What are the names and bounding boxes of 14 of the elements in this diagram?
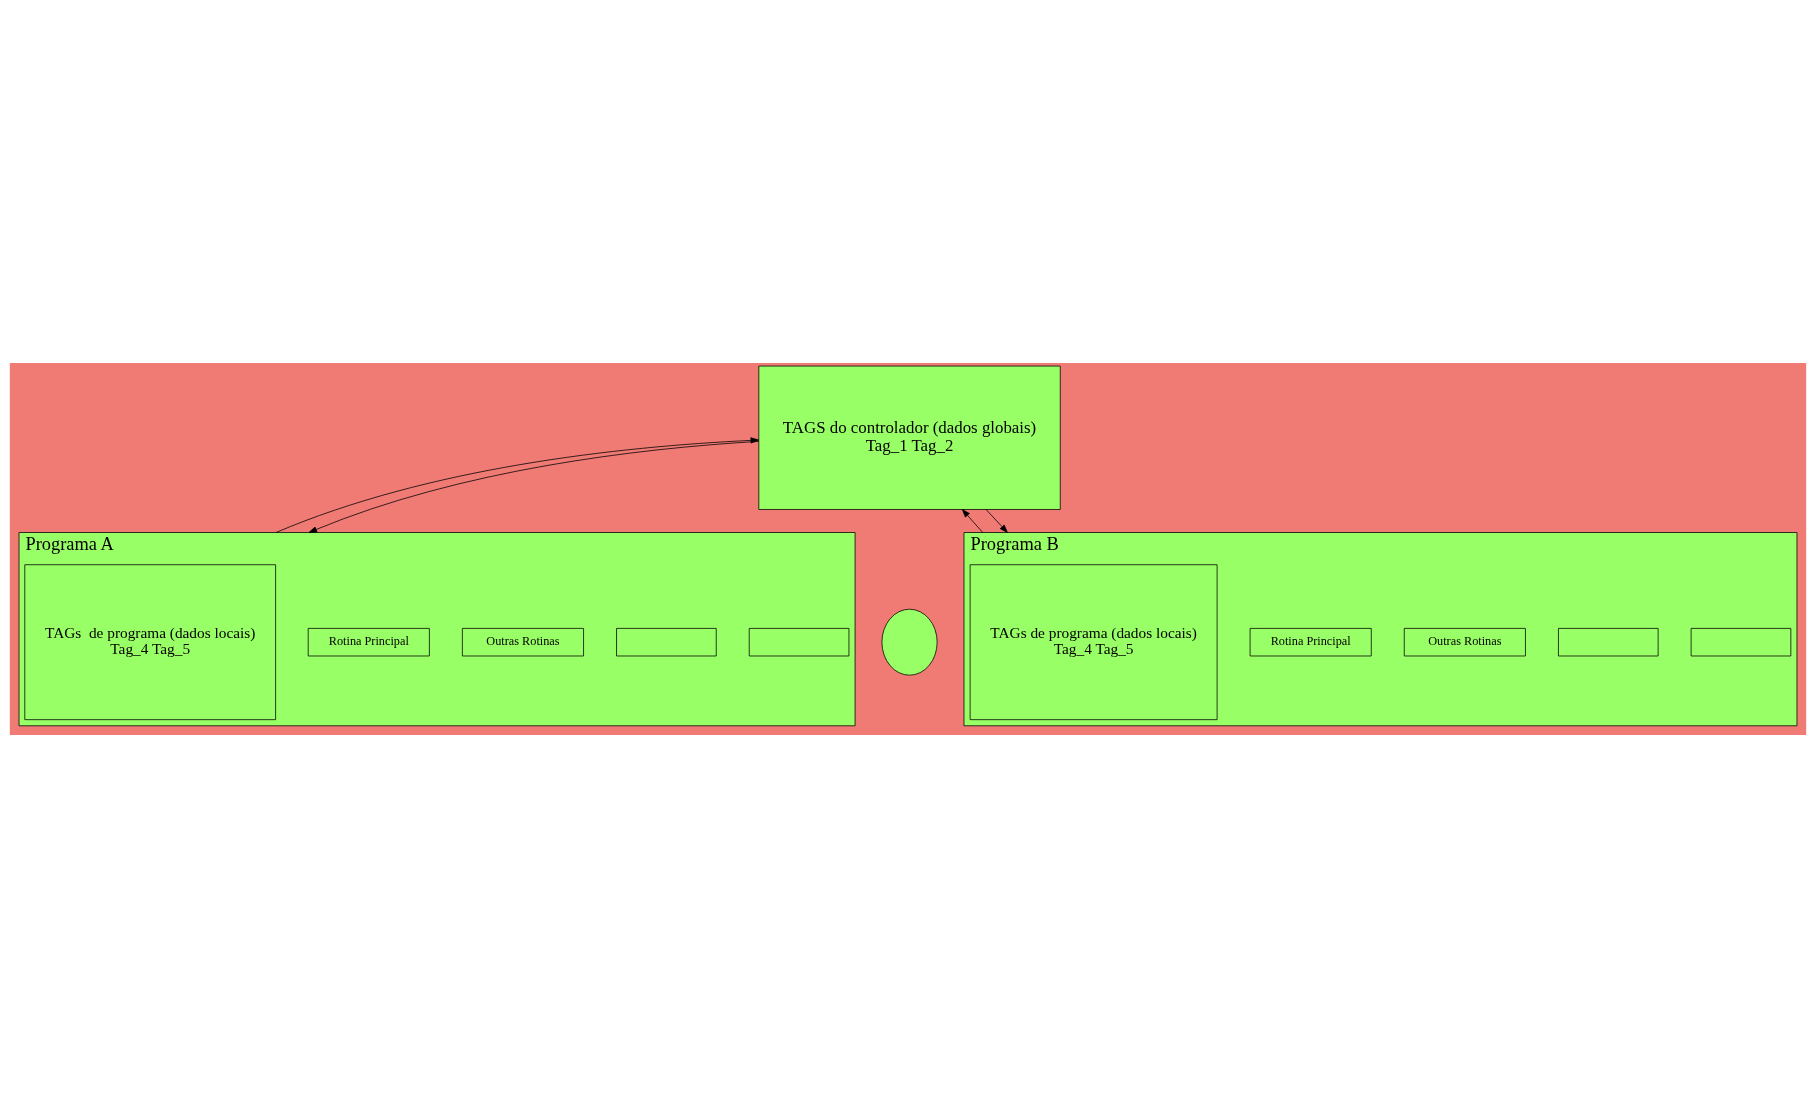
node-box: Outras Rotinas [462,627,584,656]
node-box [748,627,850,656]
node-circle [881,608,938,676]
node-box [616,627,717,656]
node-box [1558,627,1659,656]
node-box: TAGs de programa (dados locais) Tag_4 Tag_5 [969,563,1218,720]
node-box: TAGs de programa (dados locais) Tag_4 Tag_5 [24,563,276,720]
arrow [985,508,1008,533]
node-box: Rotina Principal [1249,627,1372,656]
arrow [961,508,984,533]
node-box: TAGS do controlador (dados globais) Tag_1 Tag_2 [758,365,1061,510]
node-box [1690,627,1792,656]
node-box: Rotina Principal [307,627,430,656]
node-box: Outras Rotinas [1403,627,1526,656]
